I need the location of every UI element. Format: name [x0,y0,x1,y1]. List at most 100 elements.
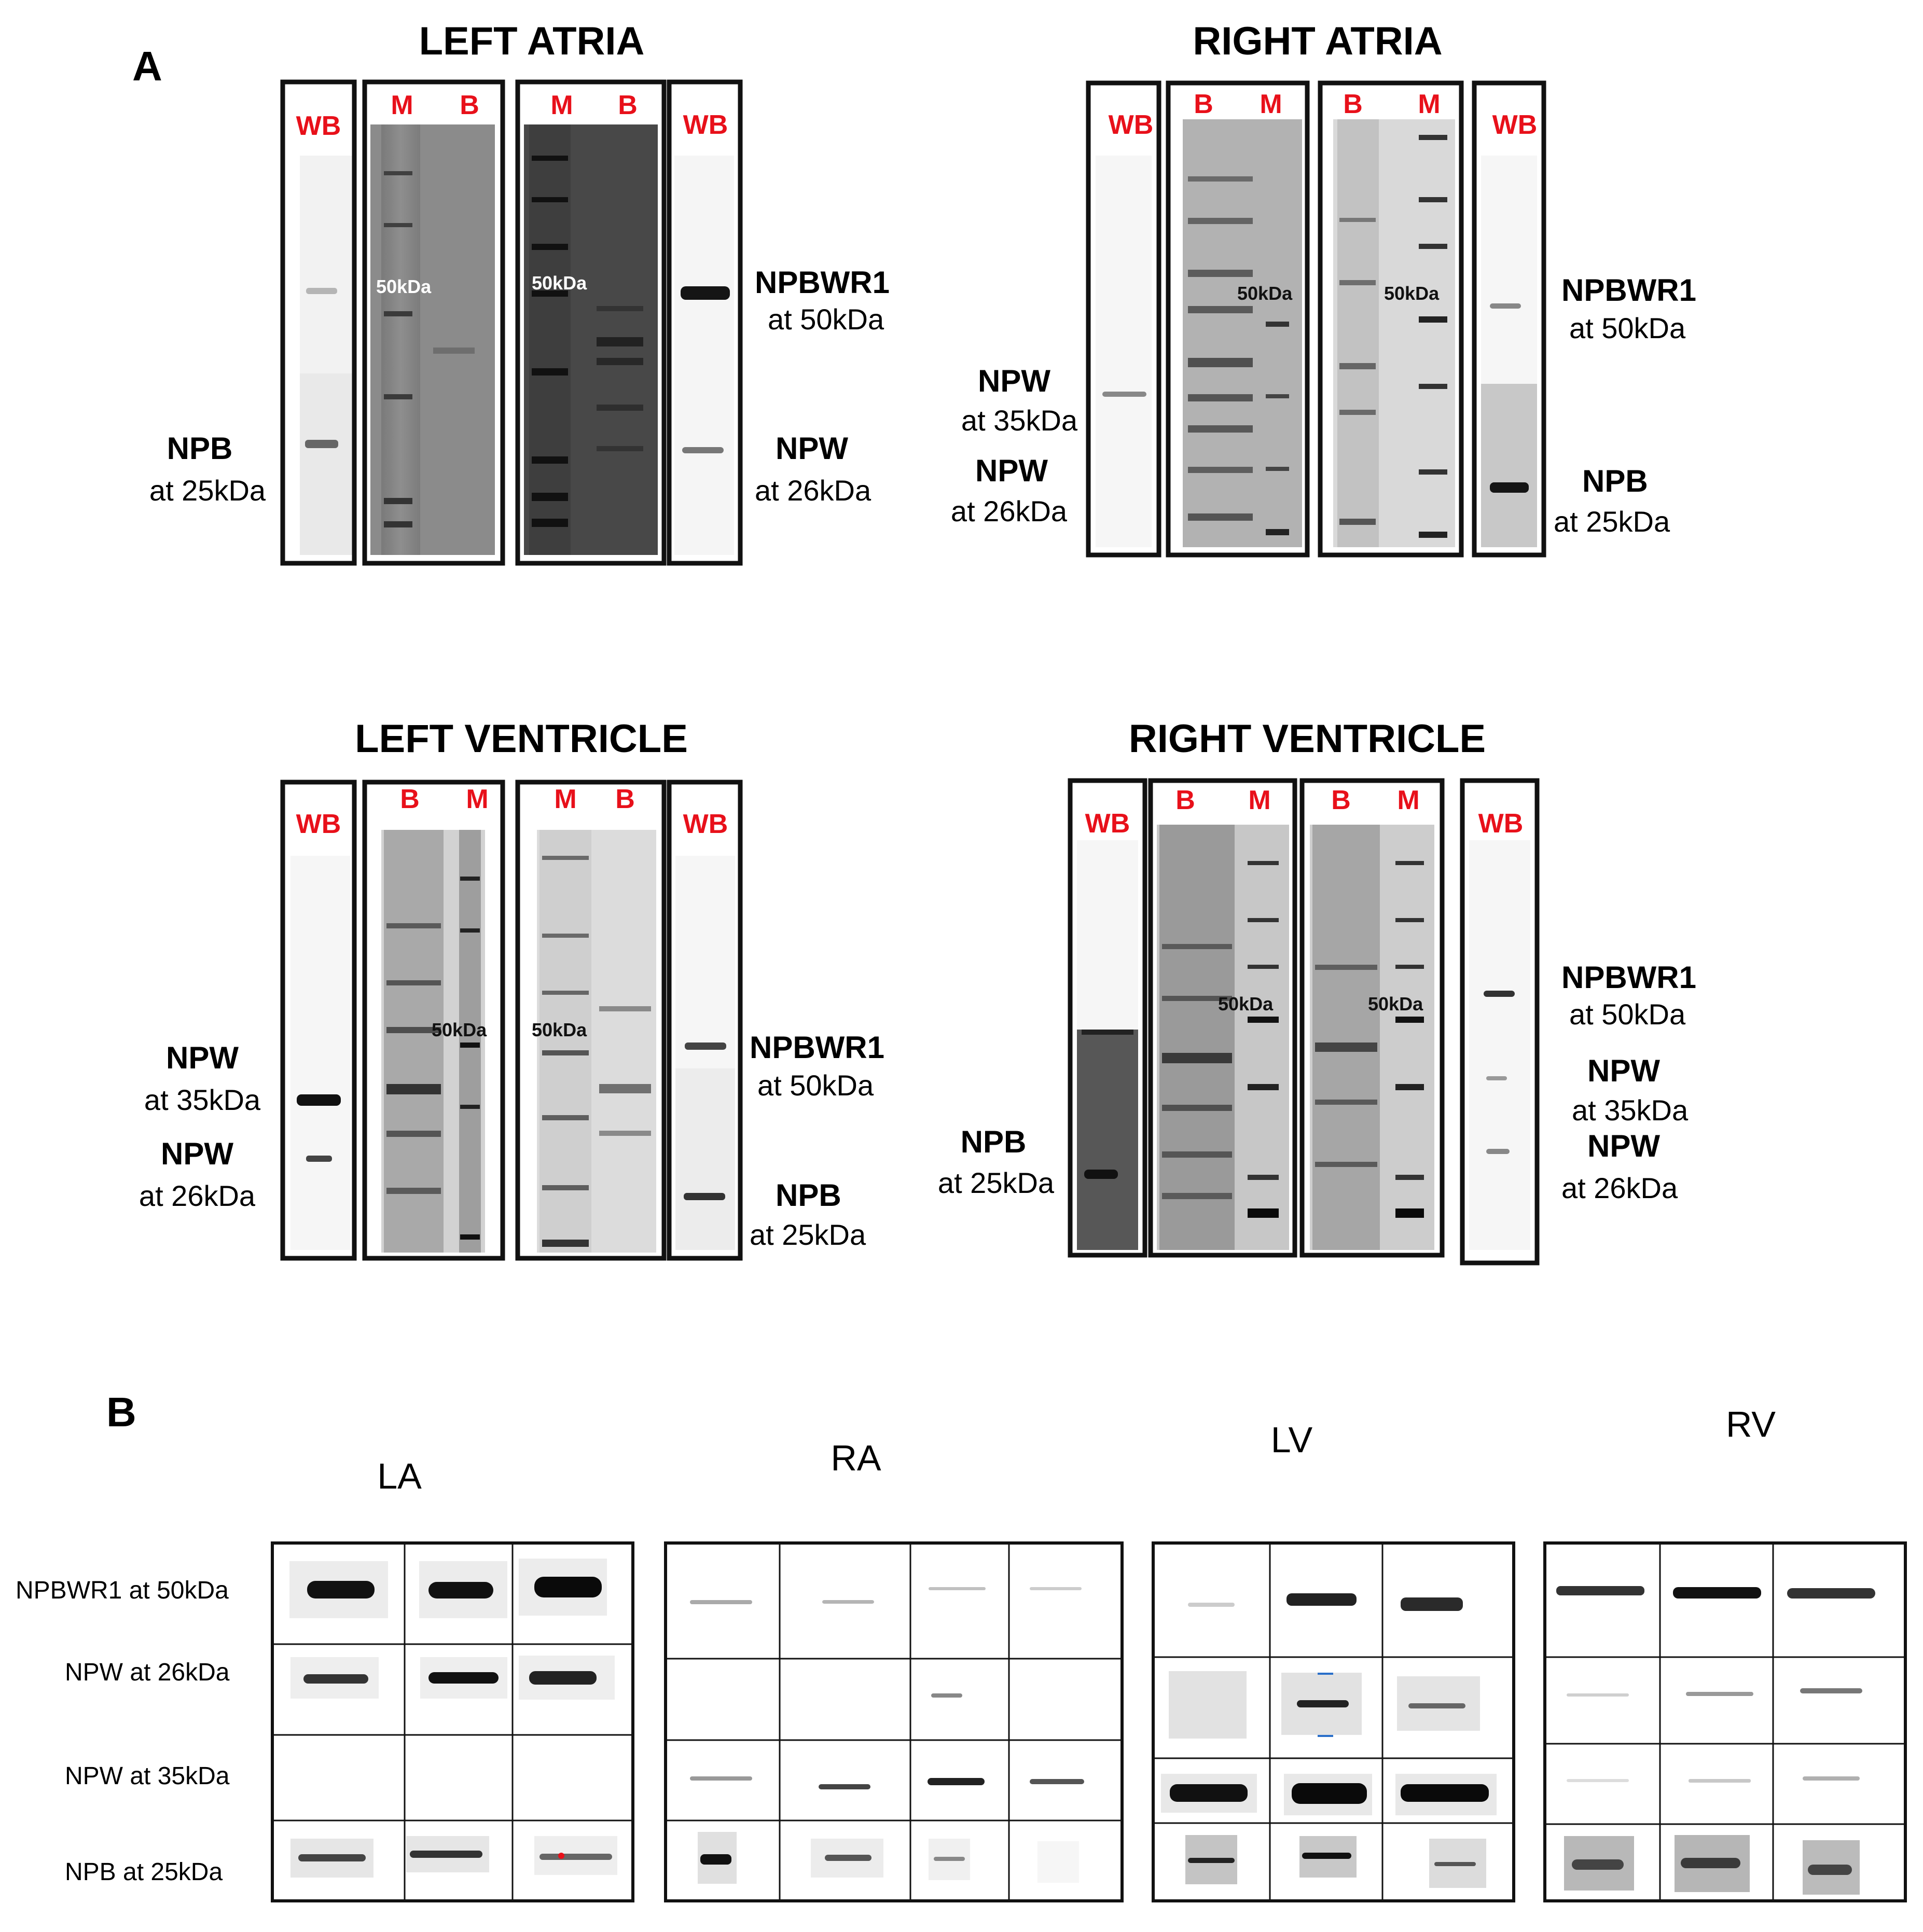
blot-grid-ra [664,1541,1124,1902]
size-marker: 50kDa [532,272,587,294]
panel-b: NPBWR1 at 50kDa NPW at 26kDa NPW at 35kD… [16,1404,1907,1902]
left-label-name: NPW [161,1136,233,1171]
blot-grid-rv [1543,1541,1907,1902]
lane-label: B [460,90,479,120]
left-label-size: at 26kDa [951,495,1068,527]
wb-strip: WB [1460,778,1540,1266]
lane-label: M [391,90,413,120]
left-label-size: at 26kDa [139,1179,256,1212]
left-label-name: NPW [166,1040,239,1075]
gel-strip: M B 50kDa [515,79,667,566]
gel-strip: B M 50kDa [1148,778,1297,1258]
lane-label: WB [1109,110,1154,140]
right-label-size: at 50kDa [1569,312,1686,344]
section-title: RIGHT ATRIA [1193,19,1442,63]
right-label-size: at 50kDa [768,303,884,336]
right-label-name: NPW [776,431,848,466]
right-label-size: at 50kDa [757,1069,874,1102]
lane-label: M [466,784,488,814]
left-label-name: NPW [975,453,1048,488]
section-title: LEFT VENTRICLE [355,717,688,761]
lane-label: WB [296,809,341,839]
left-label-size: at 25kDa [149,474,266,507]
gel-strip: B M 50kDa [1299,778,1445,1258]
lane-label: WB [1492,110,1538,140]
right-label-size: at 25kDa [1554,505,1670,538]
right-label-size: at 26kDa [755,474,871,507]
left-label-size: at 35kDa [961,404,1078,437]
section-right-ventricle: RIGHT VENTRICLE WB B [938,717,1696,1266]
right-label-size: at 35kDa [1572,1094,1689,1127]
gel-strip: M B 50kDa [515,780,667,1261]
left-label-size: at 25kDa [938,1166,1055,1199]
row-label: NPBWR1 at 50kDa [16,1577,229,1604]
right-label-size: at 25kDa [750,1218,866,1251]
wb-strip: WB [667,780,743,1261]
wb-strip: WB [1472,80,1546,558]
group-title: RA [831,1438,881,1478]
right-label-name: NPBWR1 [755,265,890,300]
lane-label: B [1194,89,1213,119]
blot-grid-la [271,1541,634,1902]
row-label: NPW at 26kDa [65,1659,230,1686]
wb-strip: WB [667,79,743,566]
wb-strip: WB [280,780,357,1261]
gel-strip: B M 50kDa [1318,80,1464,558]
lane-label: M [1418,89,1440,119]
blot-grid-lv [1152,1541,1515,1902]
section-left-ventricle: LEFT VENTRICLE WB B M 50kD [139,717,884,1261]
lane-label: M [1260,89,1282,119]
lane-label: B [1175,785,1195,815]
right-label-name: NPW [1587,1053,1660,1088]
size-marker: 50kDa [1218,993,1274,1014]
group-title: LV [1271,1420,1313,1460]
left-label-name: NPB [167,431,233,466]
wb-strip: WB [280,79,357,566]
wb-strip: WB [1086,80,1161,558]
group-title: RV [1726,1404,1776,1444]
right-label-name: NPBWR1 [1561,273,1696,308]
lane-label: WB [683,110,728,140]
size-marker: 50kDa [532,1019,587,1040]
section-left-atria: LEFT ATRIA WB M B 50kDa [149,19,890,566]
right-label-size: at 26kDa [1561,1172,1678,1204]
right-label-name: NPBWR1 [1561,960,1696,995]
gel-strip: M B 50kDa [362,79,505,566]
right-label-name: NPBWR1 [750,1030,884,1065]
left-label-name: NPB [961,1124,1027,1159]
lane-label: B [618,90,638,120]
size-marker: 50kDa [1368,993,1423,1014]
lane-label: M [550,90,573,120]
row-label: NPB at 25kDa [65,1858,223,1886]
lane-label: M [1397,785,1419,815]
lane-label: B [615,784,635,814]
size-marker: 50kDa [1384,283,1440,304]
left-label-name: NPW [978,364,1050,398]
section-title: RIGHT VENTRICLE [1129,717,1486,761]
group-title: LA [377,1456,422,1496]
panel-a-letter: A [132,43,162,89]
lane-label: WB [683,809,728,839]
size-marker: 50kDa [1237,283,1293,304]
size-marker: 50kDa [376,276,432,297]
panel-b-letter: B [106,1389,136,1435]
left-label-size: at 35kDa [144,1083,261,1116]
lane-label: B [1343,89,1363,119]
lane-label: WB [1085,809,1130,839]
size-marker: 50kDa [432,1019,487,1040]
lane-label: WB [1478,809,1524,839]
right-label-name: NPB [776,1178,841,1213]
section-title: LEFT ATRIA [419,19,645,63]
lane-label: M [554,784,576,814]
right-label-size: at 50kDa [1569,998,1686,1031]
gel-strip: B M 50kDa [362,780,505,1261]
lane-label: M [1248,785,1270,815]
right-label-name: NPW [1587,1129,1660,1163]
lane-label: WB [296,111,341,141]
lane-label: B [1331,785,1351,815]
section-right-atria: RIGHT ATRIA WB B M 50kDa [951,19,1696,558]
lane-label: B [400,784,420,814]
row-label: NPW at 35kDa [65,1762,230,1790]
